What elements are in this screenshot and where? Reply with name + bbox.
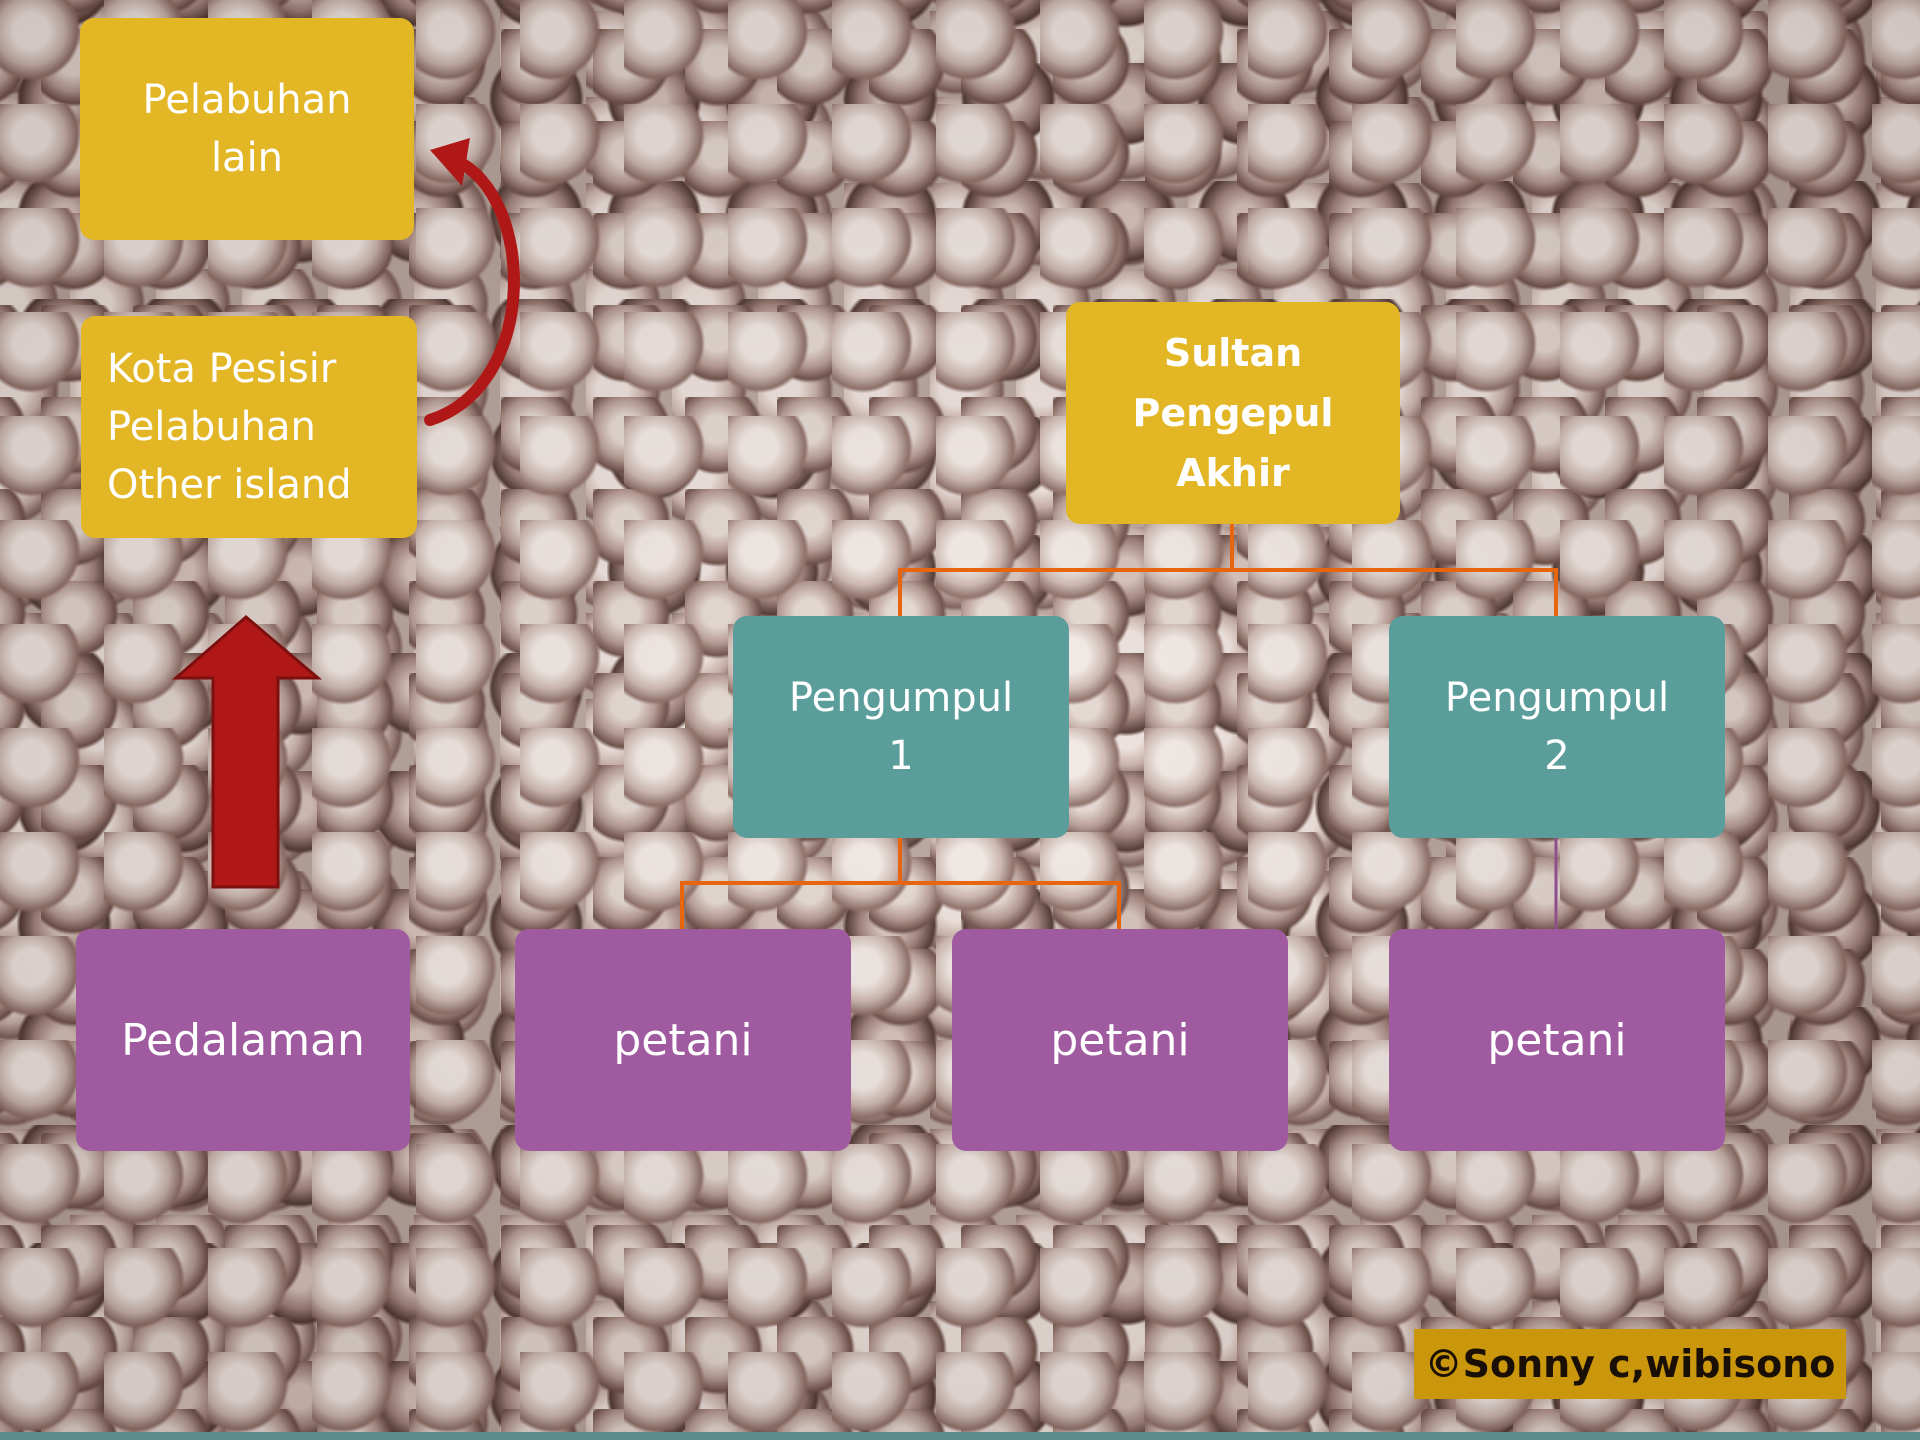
node-pelabuhan-lain: Pelabuhan lain (80, 18, 414, 240)
connector-sultan-branch (900, 570, 1556, 616)
node-pengumpul-1: Pengumpul 1 (733, 616, 1069, 838)
node-petani: petani (952, 929, 1288, 1151)
node-kota-pesisir: Kota Pesisir Pelabuhan Other island (81, 316, 417, 538)
node-sultan-pengepul-akhir: Sultan Pengepul Akhir (1066, 302, 1400, 524)
node-pengumpul-2: Pengumpul 2 (1389, 616, 1725, 838)
copyright-label: ©Sonny c,wibisono (1414, 1329, 1846, 1399)
curved-arrow-icon (430, 160, 514, 420)
bottom-bar (0, 1432, 1920, 1440)
up-arrow-icon (176, 617, 318, 887)
curved-arrow-head-icon (430, 138, 470, 186)
node-pedalaman: Pedalaman (76, 929, 410, 1151)
node-petani: petani (515, 929, 851, 1151)
node-petani: petani (1389, 929, 1725, 1151)
connector-pengumpul1-branch (682, 883, 1119, 929)
